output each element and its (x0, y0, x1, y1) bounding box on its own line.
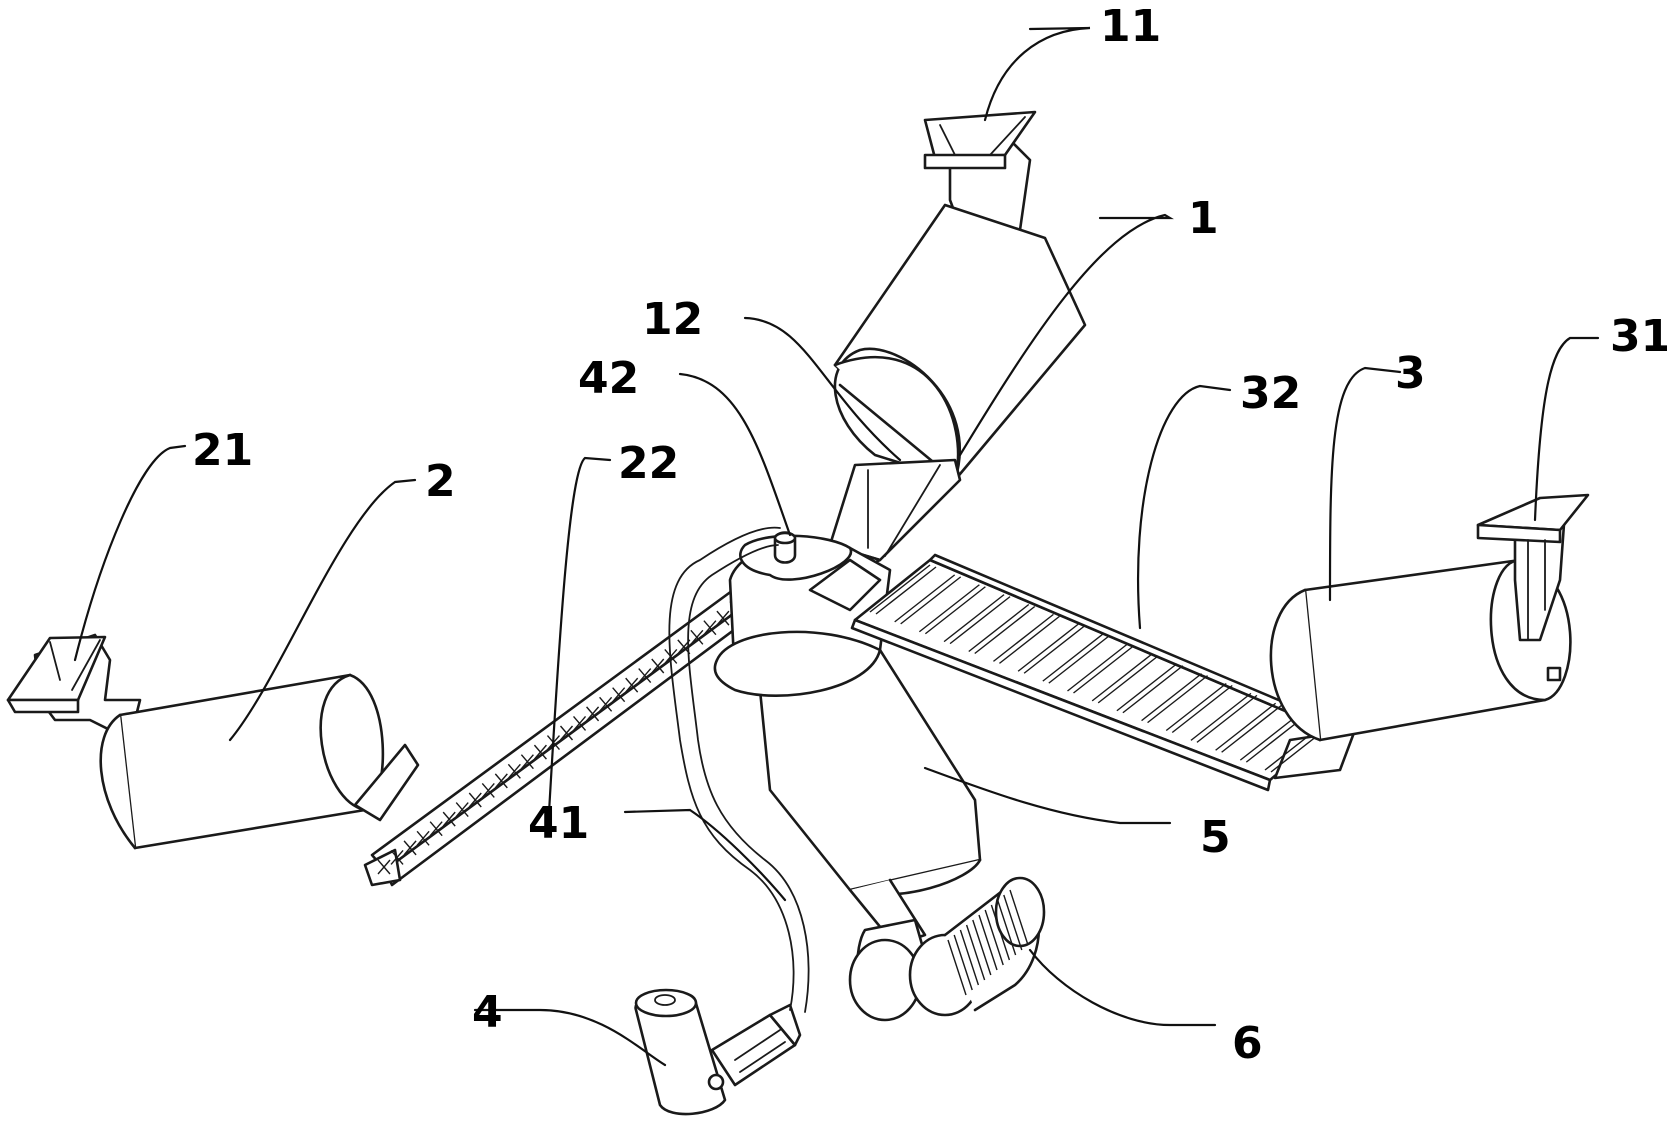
component-1-top-drum (818, 110, 1087, 592)
component-3-right-drum (1269, 493, 1590, 742)
screen-22-left-conveyor (363, 583, 760, 887)
label-31: 31 (1610, 311, 1667, 362)
label-6: 6 (1232, 1018, 1263, 1069)
leader-lines (73, 26, 1600, 1067)
label-5: 5 (1200, 812, 1231, 863)
label-32: 32 (1240, 368, 1301, 419)
component-2-left-drum (6, 633, 420, 850)
label-3: 3 (1395, 348, 1426, 399)
label-1: 1 (1188, 193, 1219, 244)
hopper-21 (6, 633, 142, 742)
hose-41 (668, 526, 810, 1013)
label-2: 2 (425, 456, 456, 507)
label-22: 22 (618, 438, 679, 489)
label-21: 21 (192, 425, 253, 476)
label-4: 4 (472, 987, 503, 1038)
label-12: 12 (642, 294, 703, 345)
label-41: 41 (528, 798, 589, 849)
hopper-31 (1476, 493, 1590, 642)
label-42: 42 (578, 353, 639, 404)
component-5-central-vessel (713, 531, 982, 947)
reference-labels: 1 2 3 4 5 6 11 12 21 22 31 32 41 42 (192, 1, 1667, 1069)
roller-6 (848, 876, 1046, 1022)
label-11: 11 (1100, 1, 1161, 52)
component-4-pump (634, 988, 802, 1116)
